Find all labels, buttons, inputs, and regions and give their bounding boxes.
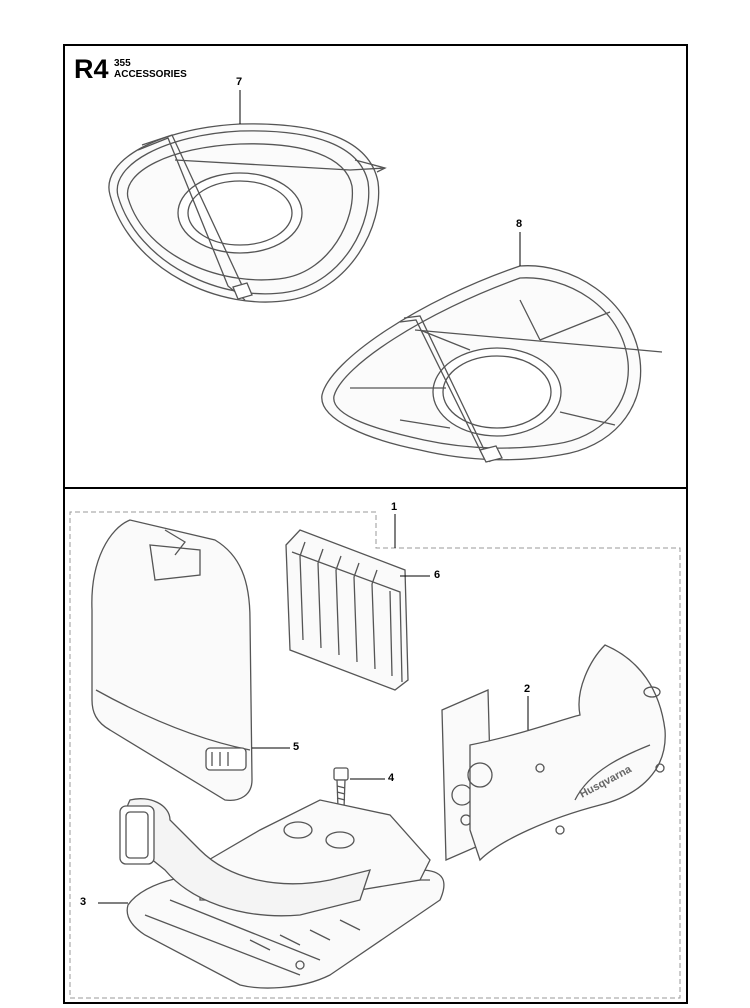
page-title: ACCESSORIES: [114, 69, 187, 80]
kit-group-outline: [69, 511, 681, 999]
callout-7: 7: [236, 76, 243, 88]
filter-housing-cover-icon: Husqvarna: [441, 644, 666, 862]
callout-4: 4: [388, 772, 395, 784]
callout-1: 1: [391, 501, 398, 513]
filter-base-icon: [119, 798, 445, 989]
round-shield-icon: [108, 123, 387, 303]
filter-element-icon: [285, 529, 409, 691]
filter-cover-icon: [91, 519, 253, 801]
page-code: R4: [74, 54, 109, 84]
callout-5: 5: [293, 741, 300, 753]
callout-6: 6: [434, 569, 441, 581]
screw-icon: [333, 767, 349, 809]
callout-2: 2: [524, 683, 531, 695]
model-number: 355: [114, 58, 131, 69]
callout-8: 8: [516, 218, 523, 230]
lower-panel-frame: [63, 487, 688, 1004]
leader-lines: [98, 90, 529, 904]
teardrop-shield-icon: [321, 265, 663, 463]
callout-3: 3: [80, 896, 87, 908]
